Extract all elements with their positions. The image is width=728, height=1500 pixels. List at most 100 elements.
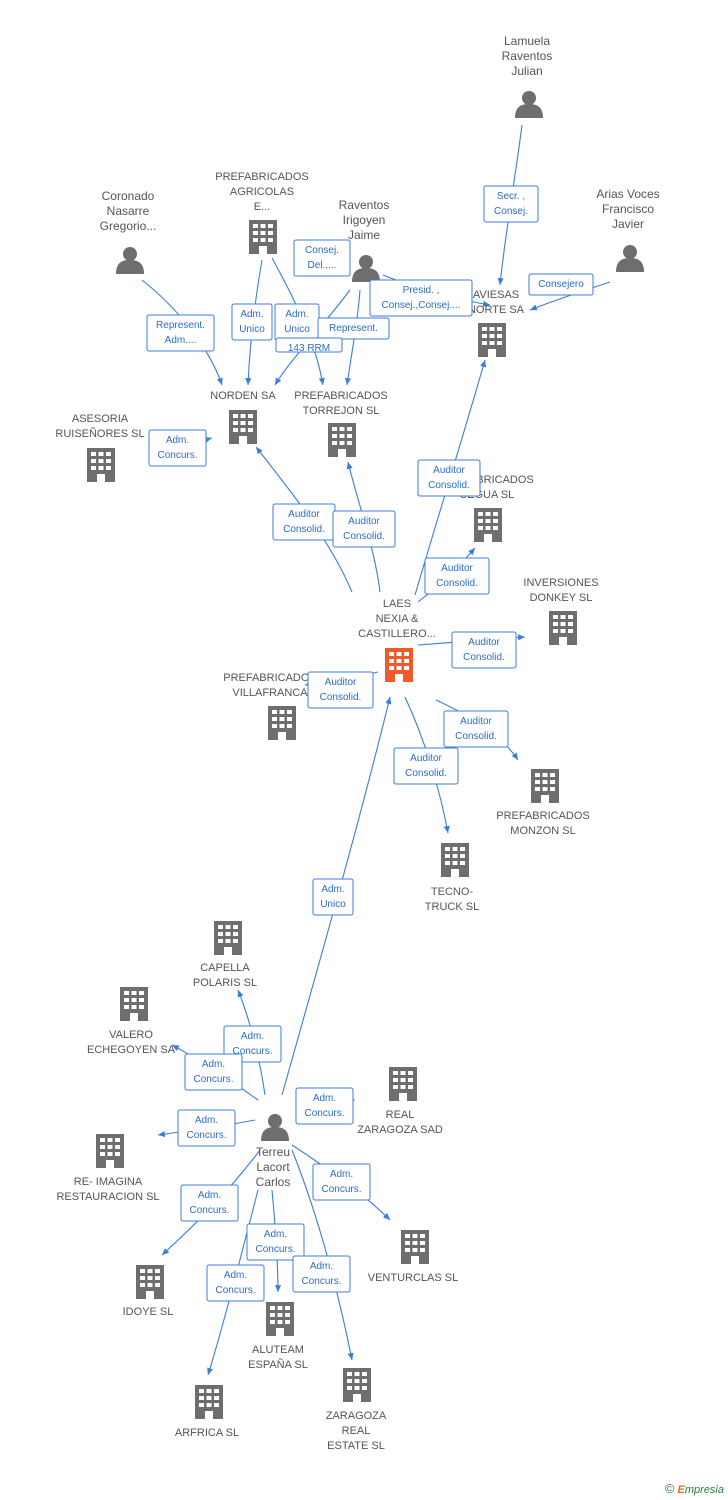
relation-label-r19[interactable]: Adm.Unico: [312, 878, 354, 916]
relation-text: Presid. ,Consej.,Consej....: [382, 285, 461, 311]
relation-label-r24[interactable]: Adm.Concurs.: [312, 1163, 371, 1201]
building-icon: [249, 220, 277, 254]
relation-text-line: Auditor: [441, 563, 473, 574]
building-icon: [385, 648, 413, 682]
relation-label-r3[interactable]: Consej.Del.,...: [293, 239, 351, 277]
node-label-line: CAPELLA: [200, 962, 250, 974]
node-label-line: PREFABRICADOS: [496, 810, 590, 822]
building-icon: [441, 843, 469, 877]
relation-text: Adm.Concurs.: [321, 1169, 361, 1195]
relation-box: [295, 1087, 354, 1125]
relation-text: Adm.Unico: [284, 309, 310, 335]
building-icon: [120, 987, 148, 1021]
brand-logo-letter: E: [677, 1484, 685, 1496]
relation-label-r26[interactable]: Adm.Concurs.: [246, 1223, 305, 1261]
relation-label-r8[interactable]: Represent.: [317, 317, 390, 340]
relation-text-line: Presid. ,: [403, 285, 440, 296]
company-node-tecno[interactable]: TECNO-TRUCK SL: [425, 843, 479, 913]
relation-text-line: Consolid.: [283, 524, 325, 535]
relation-label-r4[interactable]: Presid. ,Consej.,Consej....: [369, 279, 473, 317]
building-icon: [214, 921, 242, 955]
relation-label-r5[interactable]: Represent.Adm....: [146, 314, 215, 352]
company-node-norden[interactable]: NORDEN SA: [210, 390, 276, 444]
relation-label-r20[interactable]: Adm.Concurs.: [223, 1025, 282, 1063]
node-label: TECNO-TRUCK SL: [425, 886, 479, 913]
relation-label-r22[interactable]: Adm. Concurs.: [295, 1087, 354, 1125]
relation-text-line: Consolid.: [428, 480, 470, 491]
brand-logo-text: mpresia: [684, 1484, 724, 1496]
node-label-line: TRUCK SL: [425, 901, 479, 913]
node-label-line: VILLAFRANCA: [232, 687, 308, 699]
relation-label-r9[interactable]: 143 RRM: [275, 337, 343, 354]
relation-text-line: Represent.: [329, 323, 378, 334]
node-label-line: VENTURCLAS SL: [368, 1272, 458, 1284]
relation-label-r25[interactable]: Adm.Concurs.: [180, 1184, 239, 1222]
company-node-arfrica[interactable]: ARFRICA SL: [175, 1385, 239, 1439]
relation-text-line: Auditor: [433, 465, 465, 476]
relation-box: [246, 1223, 305, 1261]
relation-text-line: Adm.: [321, 884, 344, 895]
relation-label-r27[interactable]: Adm.Concurs.: [292, 1255, 351, 1293]
relation-label-r28[interactable]: Adm.Concurs.: [206, 1264, 265, 1302]
node-label-line: RESTAURACION SL: [56, 1191, 159, 1203]
relation-text-line: Adm.: [195, 1115, 218, 1126]
building-icon: [328, 423, 356, 457]
edge: [529, 281, 611, 311]
relation-text-line: Auditor: [468, 637, 500, 648]
relation-text: Adm.Concurs.: [157, 435, 197, 461]
node-label-line: Javier: [612, 217, 644, 231]
relation-text-line: Concurs.: [321, 1184, 361, 1195]
relation-text-line: Adm.: [313, 1093, 336, 1104]
node-label-line: Raventos: [339, 198, 390, 212]
relation-label-r10[interactable]: Adm.Concurs.: [148, 429, 207, 467]
relation-text-line: Concurs.: [304, 1108, 344, 1119]
relation-label-r1[interactable]: Secr. ,Consej.: [483, 185, 539, 223]
person-icon: [261, 1114, 289, 1141]
relation-label-r21[interactable]: Adm.Concurs.: [184, 1053, 243, 1091]
company-node-venturclas[interactable]: VENTURCLAS SL: [368, 1230, 458, 1284]
relation-label-r6[interactable]: Adm.Unico: [231, 303, 273, 341]
company-node-idoye[interactable]: IDOYE SL: [123, 1265, 174, 1318]
relation-label-r2[interactable]: Consejero: [528, 273, 594, 296]
relation-label-r7[interactable]: Adm.Unico: [274, 303, 320, 341]
relation-label-r23[interactable]: Adm.Concurs.: [177, 1109, 236, 1147]
relation-box: [312, 1163, 371, 1201]
relation-box: [393, 747, 459, 785]
relation-text: Secr. ,Consej.: [494, 191, 528, 217]
